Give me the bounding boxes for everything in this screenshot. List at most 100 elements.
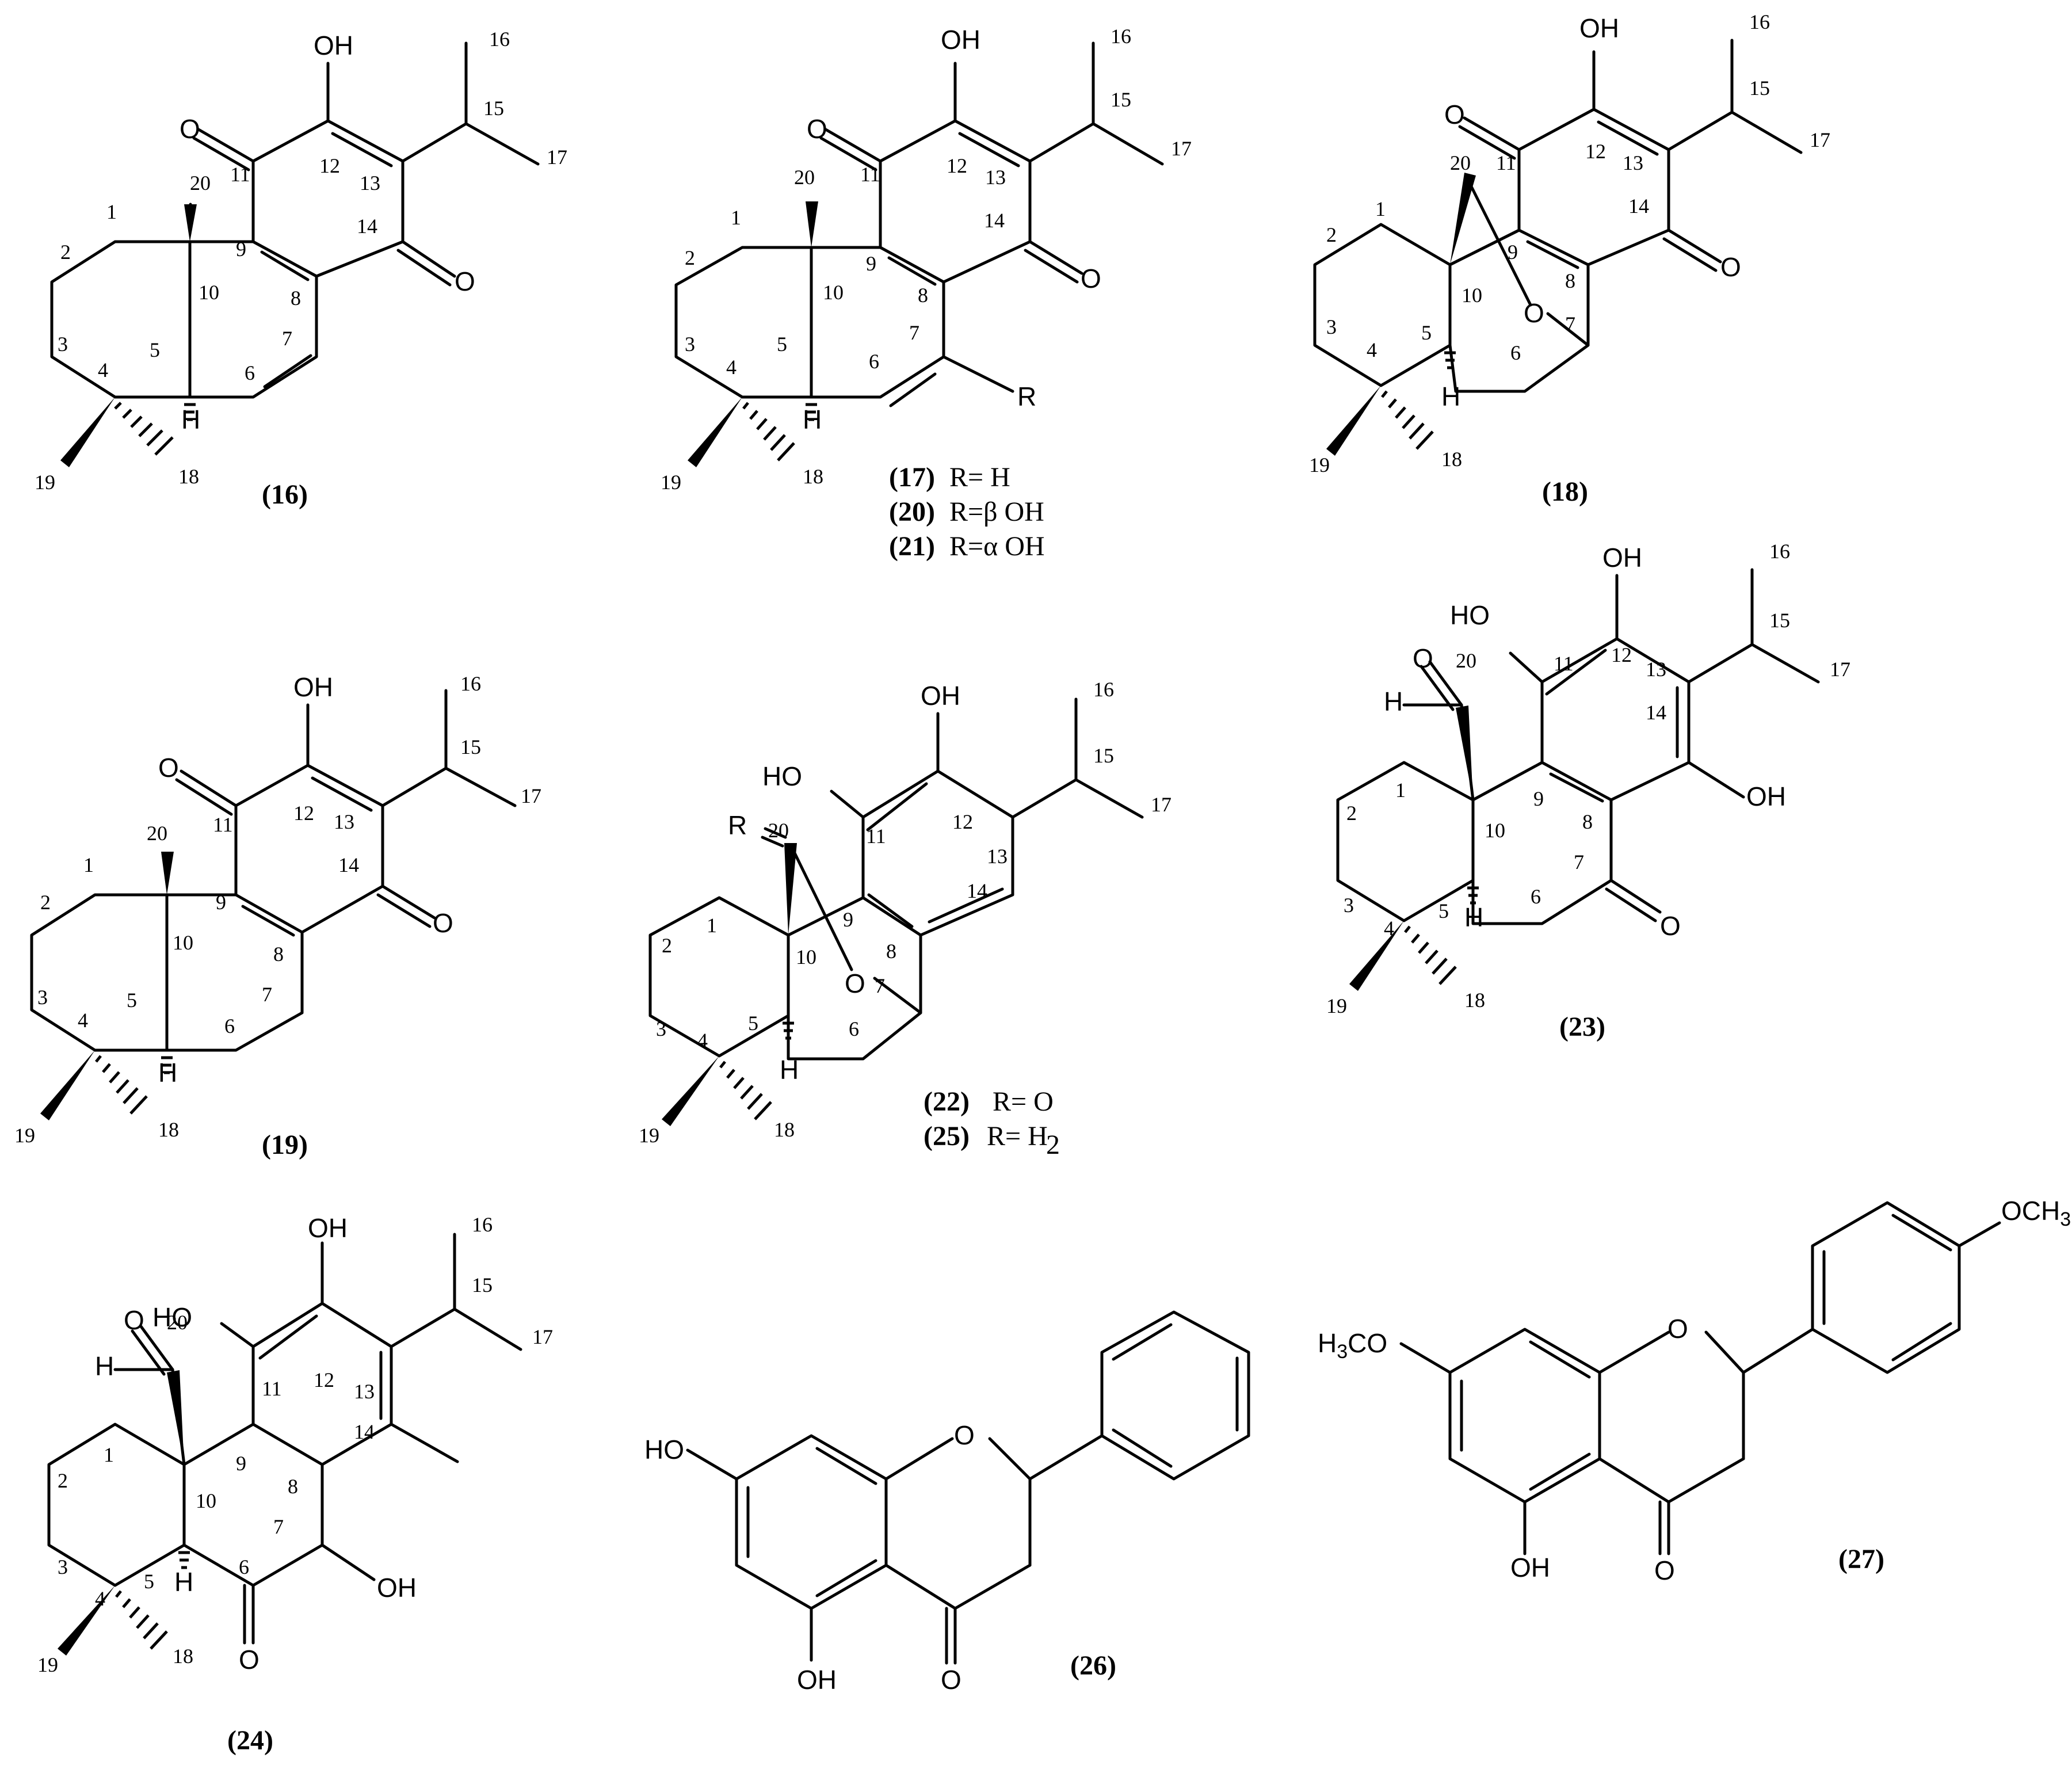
svg-text:15: 15 (483, 97, 504, 120)
compound-23: OH HO OH O H O H 20 11 12 13 14 16 15 17… (1326, 540, 1850, 1042)
svg-text:O: O (455, 266, 475, 296)
svg-text:10: 10 (823, 281, 844, 304)
svg-text:19: 19 (37, 1653, 58, 1676)
svg-text:8: 8 (288, 1475, 298, 1498)
svg-text:17: 17 (1171, 137, 1192, 160)
svg-text:6: 6 (239, 1555, 249, 1578)
svg-text:17: 17 (1151, 793, 1172, 816)
compound-22: OH HO R O H 20 11 12 13 14 16 15 17 1 2 … (639, 678, 1172, 1160)
svg-text:14: 14 (967, 879, 987, 902)
svg-text:15: 15 (1769, 609, 1790, 632)
svg-text:5: 5 (777, 333, 787, 356)
svg-text:15: 15 (1093, 744, 1114, 767)
svg-text:10: 10 (796, 945, 816, 968)
svg-text:O: O (1654, 1555, 1675, 1585)
compound-26: HO O OH O (26) (644, 1310, 1250, 1695)
svg-text:10: 10 (196, 1489, 216, 1512)
svg-text:3: 3 (37, 986, 48, 1009)
svg-text:2: 2 (685, 246, 695, 269)
svg-text:O: O (1667, 1314, 1688, 1344)
svg-text:17: 17 (547, 146, 567, 169)
svg-text:OH: OH (308, 1213, 348, 1243)
svg-text:HO: HO (152, 1302, 192, 1332)
label-22: (22) (924, 1086, 970, 1117)
svg-text:4: 4 (697, 1029, 708, 1052)
svg-text:17: 17 (1830, 658, 1850, 681)
r-text-25: R= H (987, 1121, 1048, 1151)
compound-27: H3CO O OH O OCH3 (27) (1318, 1196, 2071, 1585)
svg-text:12: 12 (952, 810, 973, 833)
svg-text:11: 11 (262, 1377, 282, 1400)
svg-text:7: 7 (909, 321, 919, 344)
svg-text:12: 12 (947, 154, 967, 177)
r-text-22: R= O (993, 1086, 1054, 1117)
svg-text:19: 19 (1309, 453, 1330, 476)
r-text-21: R=α OH (949, 531, 1045, 562)
label-16: (16) (262, 479, 308, 510)
svg-text:12: 12 (1611, 643, 1632, 666)
svg-text:14: 14 (1628, 195, 1649, 218)
svg-text:1: 1 (104, 1443, 114, 1466)
svg-text:11: 11 (1554, 652, 1574, 675)
label-27: (27) (1838, 1544, 1884, 1574)
svg-text:O: O (1413, 643, 1433, 673)
svg-text:12: 12 (314, 1368, 334, 1391)
svg-text:20: 20 (1456, 649, 1476, 672)
svg-text:16: 16 (1093, 678, 1114, 701)
svg-text:20: 20 (167, 1311, 188, 1334)
svg-text:1: 1 (707, 914, 717, 937)
svg-text:16: 16 (1111, 25, 1131, 48)
svg-text:2: 2 (1326, 223, 1337, 246)
svg-text:1: 1 (731, 206, 741, 229)
svg-text:H: H (803, 405, 822, 434)
svg-text:9: 9 (866, 252, 876, 275)
svg-text:5: 5 (748, 1012, 758, 1035)
svg-text:9: 9 (1508, 241, 1518, 264)
svg-text:HO: HO (1450, 600, 1490, 630)
svg-text:O: O (239, 1645, 260, 1675)
svg-text:3: 3 (58, 1555, 68, 1578)
svg-text:14: 14 (984, 209, 1005, 232)
svg-text:O: O (433, 908, 453, 938)
svg-text:16: 16 (472, 1213, 493, 1236)
svg-text:10: 10 (173, 931, 193, 954)
svg-text:10: 10 (1462, 284, 1482, 307)
svg-text:20: 20 (1450, 151, 1471, 174)
label-20: (20) (889, 497, 935, 527)
svg-text:O: O (1524, 298, 1544, 328)
svg-text:16: 16 (1769, 540, 1790, 563)
svg-text:8: 8 (918, 284, 928, 307)
svg-text:H: H (181, 405, 200, 434)
svg-text:15: 15 (1749, 77, 1770, 100)
svg-text:O: O (180, 114, 200, 144)
svg-text:15: 15 (472, 1273, 493, 1296)
svg-text:17: 17 (532, 1325, 553, 1348)
svg-text:16: 16 (489, 28, 510, 51)
r-text-20: R=β OH (949, 497, 1044, 527)
svg-text:13: 13 (985, 166, 1006, 189)
compound-19: OH O O H 20 11 12 13 14 16 15 17 1 2 3 4… (14, 672, 541, 1160)
svg-text:13: 13 (1623, 151, 1643, 174)
svg-text:17: 17 (521, 784, 541, 807)
compound-18: OH O O O H 20 11 12 13 14 16 15 17 1 2 3… (1309, 10, 1830, 507)
svg-text:8: 8 (273, 943, 284, 966)
svg-text:O: O (1444, 100, 1465, 129)
svg-text:20: 20 (794, 166, 815, 189)
svg-text:3: 3 (685, 333, 695, 356)
svg-text:2: 2 (1046, 1130, 1060, 1160)
svg-text:H: H (1384, 687, 1403, 716)
svg-text:O: O (954, 1420, 975, 1450)
svg-text:4: 4 (1367, 338, 1377, 361)
svg-text:H: H (1441, 382, 1460, 411)
svg-text:8: 8 (1582, 810, 1593, 833)
svg-text:19: 19 (35, 471, 55, 494)
svg-text:1: 1 (83, 853, 94, 876)
label-23: (23) (1559, 1012, 1605, 1042)
svg-text:10: 10 (1485, 819, 1505, 842)
svg-text:13: 13 (987, 845, 1008, 868)
svg-text:18: 18 (158, 1118, 179, 1141)
svg-text:4: 4 (726, 356, 737, 379)
svg-text:O: O (158, 753, 179, 783)
svg-text:H: H (174, 1567, 193, 1597)
